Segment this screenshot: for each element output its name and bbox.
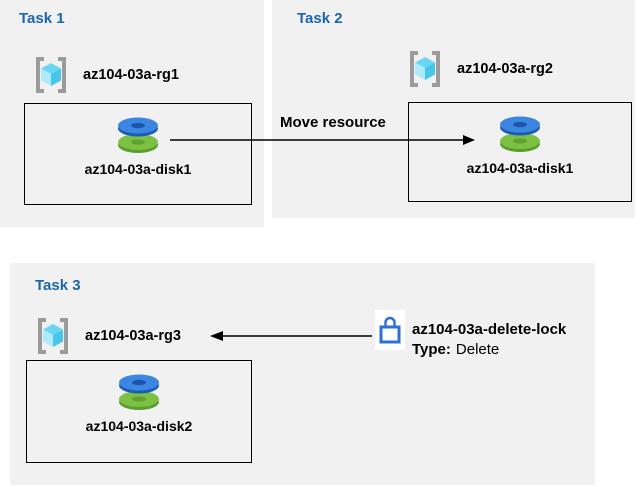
- task-1-resource-box: az104-03a-disk1: [24, 103, 252, 205]
- task-1-resource-group-label: az104-03a-rg1: [83, 67, 179, 83]
- delete-lock-info: az104-03a-delete-lock Type:Delete: [412, 320, 566, 361]
- task-2-title: Task 2: [297, 10, 343, 27]
- delete-lock-type: Type:Delete: [412, 340, 566, 360]
- task-1-title: Task 1: [19, 10, 65, 27]
- disk-icon: [115, 115, 161, 155]
- task-3-resource-group: az104-03a-rg3: [33, 315, 181, 357]
- task-2-panel: Task 2 az104-03a-rg2: [272, 0, 635, 218]
- resource-group-icon: [405, 48, 445, 90]
- task-3-panel: Task 3 az104-03a-rg3: [10, 263, 595, 485]
- disk-icon: [497, 114, 543, 154]
- task-2-disk-label: az104-03a-disk1: [466, 160, 574, 176]
- task-3-resource-box: az104-03a-disk2: [26, 360, 252, 463]
- disk-icon: [116, 372, 162, 412]
- delete-lock-type-value: Delete: [455, 341, 500, 359]
- task-2-resource-group: az104-03a-rg2: [405, 48, 553, 90]
- lock-icon: [375, 310, 405, 350]
- task-1-disk-label: az104-03a-disk1: [84, 161, 192, 177]
- delete-lock-type-label: Type:: [412, 341, 451, 359]
- task-1-panel: Task 1 az104-03a-rg1: [0, 0, 264, 227]
- move-resource-arrow: [170, 135, 475, 145]
- resource-group-icon: [31, 54, 71, 96]
- task-1-resource-group: az104-03a-rg1: [31, 54, 179, 96]
- task-3-disk-label: az104-03a-disk2: [85, 418, 193, 434]
- move-resource-label: Move resource: [280, 114, 386, 131]
- task-2-resource-box: az104-03a-disk1: [408, 102, 632, 202]
- task-2-resource-group-label: az104-03a-rg2: [457, 61, 553, 77]
- delete-lock-name: az104-03a-delete-lock: [412, 321, 567, 338]
- task-3-title: Task 3: [35, 277, 81, 294]
- delete-lock-arrow: [210, 331, 372, 341]
- task-3-resource-group-label: az104-03a-rg3: [85, 328, 181, 344]
- resource-group-icon: [33, 315, 73, 357]
